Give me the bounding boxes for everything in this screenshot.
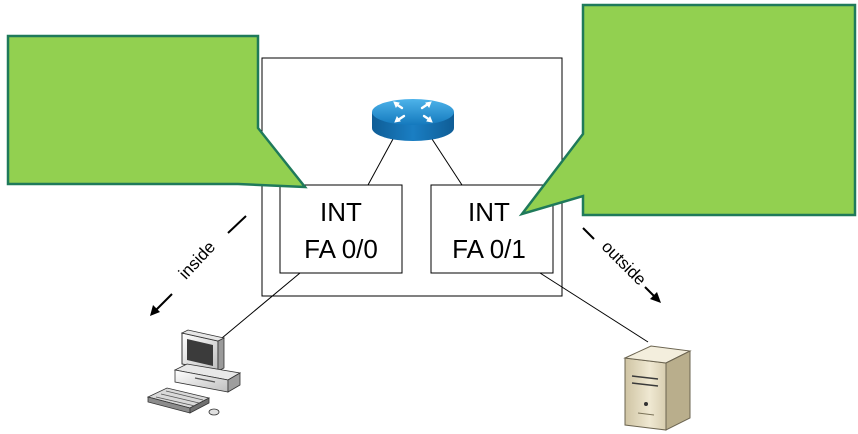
router-icon[interactable] — [372, 99, 454, 141]
inside-label: inside — [175, 238, 219, 283]
callout-right — [518, 3, 857, 217]
callout-left — [6, 34, 308, 189]
interface-fa01-line2: FA 0/1 — [452, 234, 526, 264]
interface-box-fa00[interactable] — [279, 184, 403, 274]
interface-fa00-line1: INT — [320, 197, 362, 227]
desktop-pc-icon[interactable] — [146, 329, 242, 416]
interface-fa00-line2: FA 0/0 — [304, 234, 378, 264]
server-icon[interactable] — [623, 345, 692, 431]
outside-direction: outside — [582, 227, 661, 303]
link-router-fa00 — [367, 138, 394, 186]
interface-fa01-line1: INT — [468, 197, 510, 227]
outside-arrowhead — [650, 292, 661, 303]
inside-direction: inside — [150, 215, 247, 316]
link-fa01-server — [539, 272, 649, 343]
link-fa00-pc — [221, 272, 301, 339]
link-router-fa01 — [431, 138, 463, 186]
inside-arrowhead — [150, 305, 160, 316]
outside-label: outside — [598, 237, 650, 289]
